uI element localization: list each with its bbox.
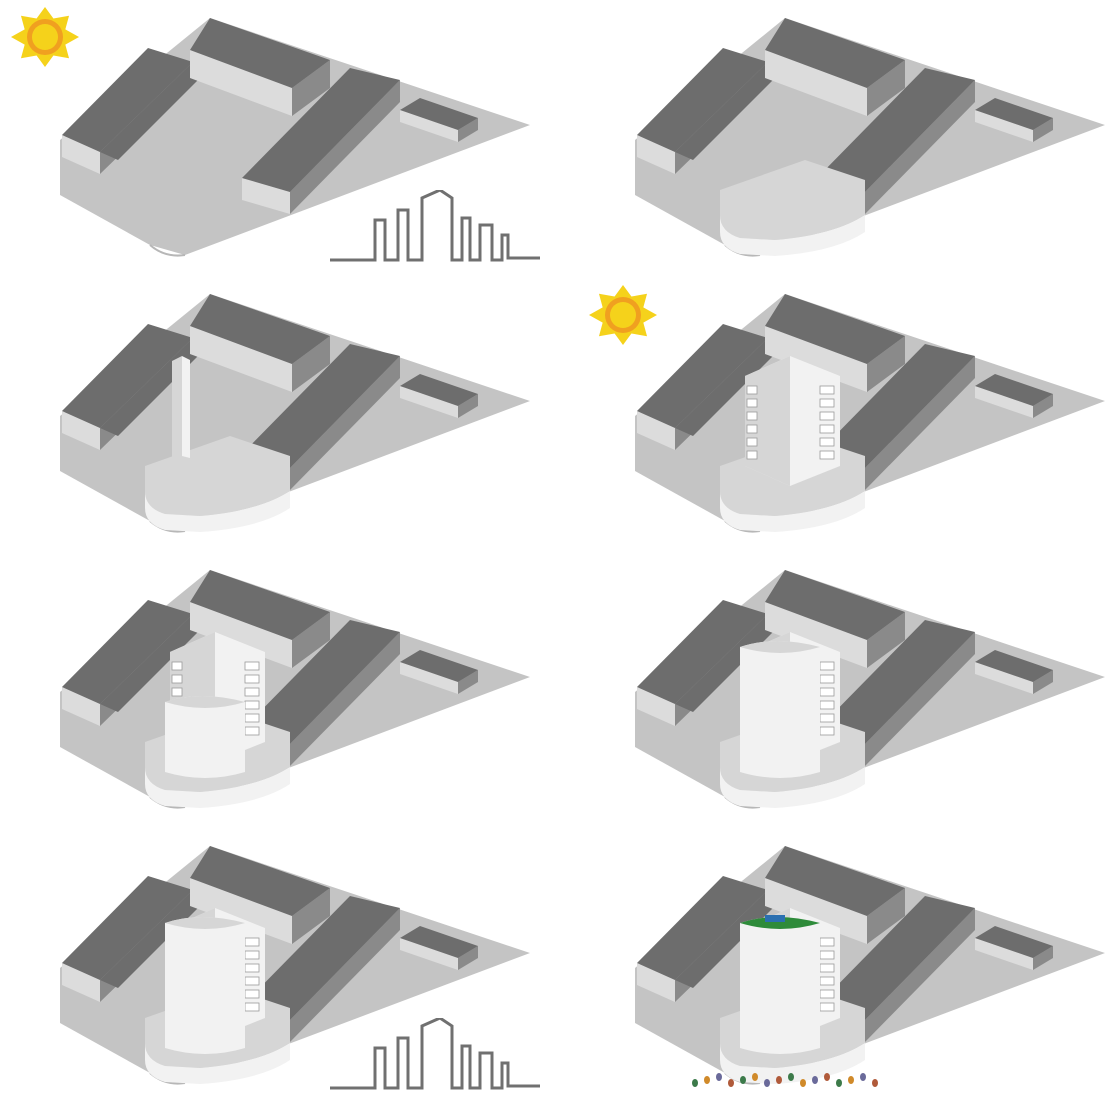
slab-window [747, 451, 757, 459]
slab-window [245, 951, 259, 959]
slab-window [245, 964, 259, 972]
skyline-outline [330, 190, 540, 260]
panel-core-tower [0, 276, 555, 552]
curved-volume [165, 917, 245, 1054]
pedestrian [704, 1076, 710, 1084]
massing-drawing [575, 0, 1110, 276]
massing-drawing [0, 276, 555, 552]
slab-window [245, 714, 259, 722]
sun-core [610, 302, 636, 328]
curved-facade [740, 917, 820, 1054]
slab-window [820, 727, 834, 735]
pedestrian [740, 1076, 746, 1084]
massing-drawing [575, 828, 1110, 1104]
slab-window [820, 675, 834, 683]
slab-window [820, 688, 834, 696]
curved-facade [165, 917, 245, 1054]
slab-window [820, 425, 834, 433]
slab-window [245, 662, 259, 670]
slab-window [820, 701, 834, 709]
sun-icon [5, 2, 85, 72]
pedestrian [812, 1076, 818, 1084]
pedestrian [776, 1076, 782, 1084]
slab-window [172, 662, 182, 670]
slab-window [245, 727, 259, 735]
slab-window [245, 1003, 259, 1011]
slab-window [820, 438, 834, 446]
pedestrian [764, 1079, 770, 1087]
core-front [182, 356, 190, 458]
sun-icon [583, 280, 663, 350]
slab-window [245, 938, 259, 946]
slab-window [747, 438, 757, 446]
curved-volume [740, 641, 820, 778]
slab-window [820, 990, 834, 998]
panel-final-with-green-roof [575, 828, 1110, 1104]
slab-window [820, 386, 834, 394]
pedestrian [860, 1073, 866, 1081]
skyline-outline [330, 1018, 540, 1088]
slab-window [747, 412, 757, 420]
curved-volume [165, 696, 245, 778]
slab-window [820, 714, 834, 722]
slab-window [820, 451, 834, 459]
slab-window [820, 964, 834, 972]
skyline-icon [330, 1018, 550, 1098]
slab-window [245, 977, 259, 985]
slab-window [172, 688, 182, 696]
pedestrian [872, 1079, 878, 1087]
pedestrian [728, 1079, 734, 1087]
slab-window [747, 425, 757, 433]
panel-curved-volume-full [575, 552, 1110, 828]
panel-curved-volume-low [0, 552, 555, 828]
pedestrian [752, 1073, 758, 1081]
slab-tower [745, 356, 840, 486]
pedestrian [824, 1073, 830, 1081]
pedestrian [836, 1079, 842, 1087]
skyline-icon [330, 190, 550, 270]
slab-window [245, 688, 259, 696]
pedestrian [692, 1079, 698, 1087]
core-side [172, 356, 182, 461]
curved-volume [740, 915, 820, 1054]
slab-side [745, 356, 790, 486]
pool [765, 915, 785, 922]
core-tower [172, 356, 190, 461]
panel-podium [575, 0, 1110, 276]
slab-window [245, 990, 259, 998]
curved-facade [165, 696, 245, 778]
slab-window [820, 977, 834, 985]
massing-drawing [575, 552, 1110, 828]
pedestrian [848, 1076, 854, 1084]
slab-window [820, 399, 834, 407]
slab-window [245, 675, 259, 683]
slab-window [747, 399, 757, 407]
pedestrian [716, 1073, 722, 1081]
pedestrian [788, 1073, 794, 1081]
slab-window [245, 701, 259, 709]
slab-window [820, 1003, 834, 1011]
slab-window [820, 662, 834, 670]
slab-window [172, 675, 182, 683]
slab-window [820, 938, 834, 946]
pedestrian [800, 1079, 806, 1087]
slab-window [747, 386, 757, 394]
slab-window [820, 412, 834, 420]
slab-window [820, 951, 834, 959]
curved-facade [740, 641, 820, 778]
massing-drawing [0, 552, 555, 828]
sun-core [32, 24, 58, 50]
